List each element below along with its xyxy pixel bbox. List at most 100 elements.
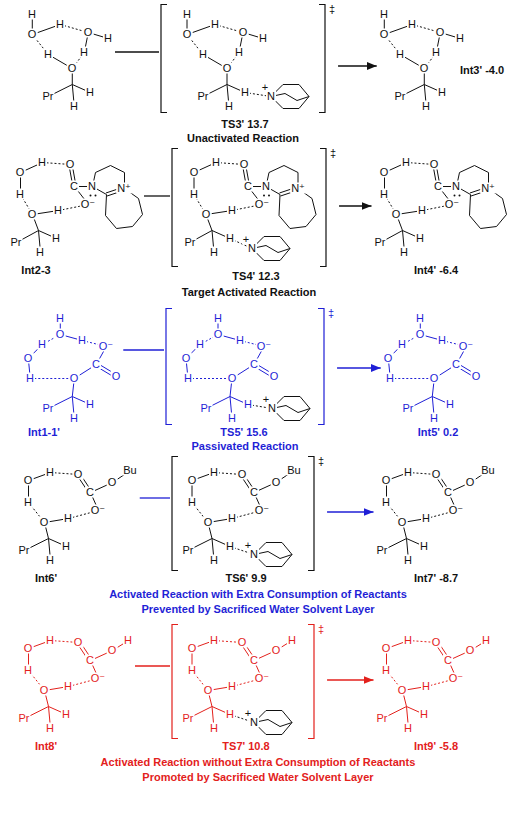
atom-label: H [419, 709, 429, 720]
atom-label: C [433, 181, 443, 192]
bond-line [266, 734, 282, 735]
atom-label: O [181, 353, 192, 364]
molecule-structure: OHOCOHO⁻HOHHHPrInt9' -5.8 [374, 633, 493, 754]
atom-label: C [91, 359, 101, 370]
reaction-caption: Activated Reaction with Extra Consumptio… [109, 588, 407, 600]
atom-label: H [45, 635, 55, 646]
molecule-structure: HOHHOHO⁻COOHHPr+N‡TS5' 15.6 [164, 306, 337, 440]
atom-label: H [421, 513, 431, 524]
structure-name: Int9' -5.8 [413, 741, 459, 752]
atom-label: O [83, 27, 94, 38]
structure-name: Int1-1' [27, 427, 61, 438]
bond-line [105, 194, 106, 215]
bond-line [469, 215, 480, 228]
atom-label: H [403, 555, 413, 566]
atom-label: Pr [182, 545, 195, 556]
atom-label: O⁻ [448, 673, 464, 684]
lone-pair-dot [458, 194, 460, 196]
atom-label: O [69, 373, 80, 384]
hydrogen-bond [30, 378, 74, 379]
bond-line [278, 248, 290, 252]
atom-label: H [209, 467, 219, 478]
molecule-structure: HOHHOHO⁻COOHHPrInt1-1' [21, 311, 124, 440]
bond-line [266, 542, 282, 543]
atom-label: H [403, 635, 413, 646]
atom-label: H [225, 541, 235, 552]
atom-label: H [210, 19, 220, 30]
atom-label: O [435, 27, 446, 38]
atom-label: H [37, 339, 47, 350]
atom-label: O [465, 477, 476, 488]
atom-label: O [187, 643, 198, 654]
lone-pair-dot [268, 194, 270, 196]
atom-label: O [107, 645, 118, 656]
molecule-structure: OHOCOBuO⁻HOHHHPrInt6' [16, 463, 140, 586]
atom-label: Pr [376, 545, 389, 556]
atom-label: H [213, 313, 223, 324]
atom-label: O⁻ [448, 505, 464, 516]
atom-label: H [437, 335, 447, 346]
atom-label: H [123, 635, 133, 646]
bond-line [306, 214, 316, 226]
atom-label: O [203, 517, 214, 528]
atom-label: H [379, 189, 389, 200]
atom-label: N [87, 181, 97, 192]
bond-line [284, 396, 300, 397]
ts-bracket [318, 308, 324, 424]
structure-drawing [170, 622, 327, 754]
atom-label: O [429, 159, 440, 170]
atom-label: Bu [286, 465, 301, 476]
atom-label: H [45, 467, 55, 478]
atom-label: Pr [18, 713, 31, 724]
ts-bracket [320, 148, 326, 266]
atom-label: O⁻ [444, 199, 460, 210]
reaction-caption: Promoted by Sacrificed Water Solvent Lay… [142, 771, 373, 783]
atom-label: N⁺ [116, 183, 132, 194]
atom-label: C [243, 181, 253, 192]
atom-label: O⁻ [98, 341, 114, 352]
lone-pair-dot [89, 194, 91, 196]
atom-label: H [224, 101, 234, 112]
atom-label: H [183, 373, 193, 384]
bond-line [459, 165, 474, 172]
bond-line [283, 84, 299, 85]
atom-label: O [27, 29, 38, 40]
bond-line [105, 215, 116, 228]
atom-label: O [187, 475, 198, 486]
bond-line [502, 198, 506, 214]
atom-label: O [107, 477, 118, 488]
ts-symbol: ‡ [317, 456, 325, 467]
atom-label: Pr [374, 237, 387, 248]
atom-label: O [237, 469, 248, 480]
bond-line [299, 84, 309, 96]
atom-label: H [209, 635, 219, 646]
bond-line [480, 226, 496, 228]
atom-label: H [85, 87, 95, 98]
atom-label: H [103, 33, 113, 44]
structure-drawing [25, 7, 115, 114]
structure-drawing [170, 454, 327, 586]
atom-label: O [23, 475, 34, 486]
atom-label: Pr [394, 91, 407, 102]
atom-label: H [381, 665, 391, 676]
bond-line [132, 214, 142, 226]
bond-line [282, 542, 292, 554]
atom-label: H [187, 665, 197, 676]
ts-bracket [319, 4, 325, 112]
bond-line [312, 198, 316, 214]
atom-label: H [401, 157, 411, 168]
structure-name: TS4' 12.3 [231, 271, 280, 282]
atom-label: C [443, 655, 453, 666]
molecule-structure: OHOCOHO⁻HOHHHPr+N‡TS7' 10.8 [170, 622, 327, 754]
atom-label: Pr [402, 403, 415, 414]
atom-label: H [35, 247, 45, 258]
atom-label: O⁻ [80, 199, 96, 210]
atom-label: O [239, 159, 250, 170]
bond-line [474, 165, 488, 172]
reaction-arrow [327, 679, 373, 680]
atom-label: H [69, 413, 79, 424]
bond-line [284, 165, 298, 172]
bond-line [266, 245, 278, 252]
atom-label: Pr [376, 713, 389, 724]
atom-label: H [227, 681, 237, 692]
